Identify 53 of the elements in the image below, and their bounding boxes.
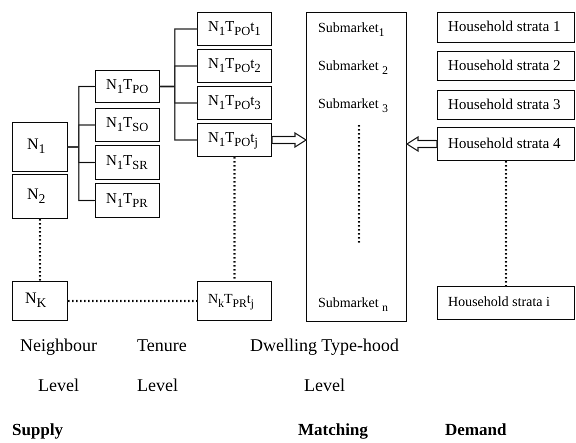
submarket-label: Submarket $_{n}$: [318, 296, 388, 314]
category-box: [437, 12, 575, 43]
category-box: [197, 123, 272, 157]
box-label: N$_{1}$T$_{SR}$: [106, 152, 148, 172]
box-label: N$_{K}$: [25, 290, 46, 312]
category-box: [12, 174, 68, 219]
category-box: [95, 108, 160, 142]
connector-line: [68, 146, 95, 202]
section-heading: Matching: [298, 419, 369, 441]
section-heading: Supply: [12, 419, 64, 441]
box-label: N$_{1}$T$_{PO}$t$_{2}$: [208, 56, 261, 76]
dotted-line: [504, 161, 508, 286]
block-arrow: [406, 136, 438, 152]
level-label: Dwelling Type-hood Level: [249, 334, 400, 397]
box-label: N$_{1}$: [27, 136, 46, 158]
category-box: [95, 183, 160, 218]
box-label: N$_{1}$T$_{PO}$t$_{j}$: [208, 130, 258, 150]
box-label: N$_{1}$T$_{PR}$: [106, 190, 148, 210]
box-label: Household strata 2: [448, 58, 560, 74]
category-box: [437, 90, 575, 120]
box-label: N$_{1}$T$_{PO}$t$_{3}$: [208, 93, 261, 113]
box-label: Household strata 4: [448, 136, 560, 152]
connector-line: [160, 86, 197, 141]
box-label: N$_{1}$T$_{PO}$t$_{1}$: [208, 19, 261, 39]
box-label: Household strata i: [448, 295, 550, 311]
box-label: N$_{2}$: [27, 186, 46, 208]
block-arrow: [271, 132, 308, 148]
box-label: Household strata 3: [448, 96, 560, 114]
dotted-line: [38, 219, 42, 281]
submarket-label: Submarket $_{2}$: [318, 59, 388, 77]
level-label: Tenure Level: [137, 334, 188, 397]
level-label: Neighbour Level: [19, 334, 98, 397]
submarket-label: Submarket $_{3}$: [318, 97, 388, 115]
box-label: Household strata 1: [448, 19, 560, 36]
category-box: [437, 286, 575, 320]
category-box: [197, 281, 272, 321]
category-box: [95, 145, 160, 180]
submarket-label: Submarket$_{1}$: [318, 21, 384, 39]
submarket-box: [306, 12, 407, 322]
category-box: [437, 127, 575, 161]
dotted-line: [68, 300, 197, 302]
category-box: [197, 49, 272, 83]
box-label: N$_{1}$T$_{SO}$: [106, 115, 148, 135]
category-box: [12, 122, 68, 172]
box-label: N$_{k}$T$_{PR}$t$_{j}$: [208, 292, 254, 310]
category-box: [437, 51, 575, 81]
dotted-line: [233, 157, 236, 281]
category-box: [197, 12, 272, 46]
category-box: [197, 86, 272, 120]
category-box: [95, 70, 160, 103]
box-label: N$_{1}$T$_{PO}$: [106, 76, 148, 96]
category-box: [12, 281, 68, 321]
section-heading: Demand: [445, 419, 508, 441]
